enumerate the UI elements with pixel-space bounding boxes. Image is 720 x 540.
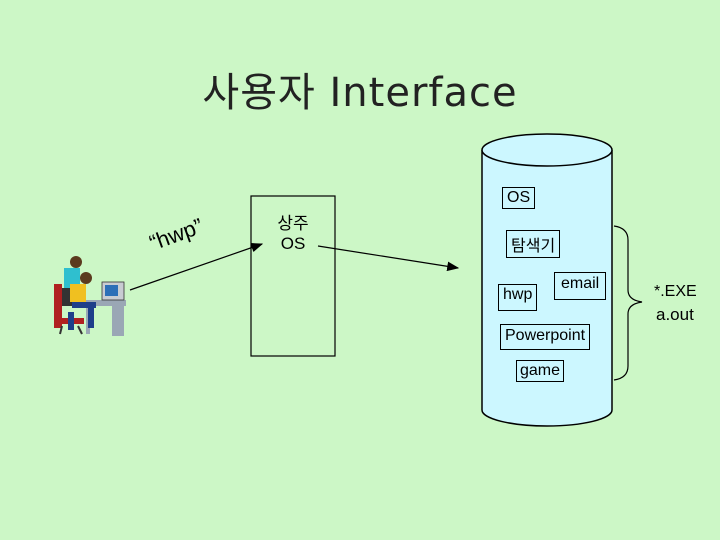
resident-os-label: 상주 OS <box>262 214 324 254</box>
explorer-box: 탐색기 <box>506 230 561 258</box>
resident-os-box <box>250 195 336 357</box>
hwp-box: hwp <box>498 284 538 311</box>
resident-os-line1: 상주 <box>277 214 309 233</box>
powerpoint-box: Powerpoint <box>500 324 591 350</box>
slide-title: 사용자 Interface <box>202 70 518 116</box>
right-brace <box>613 225 643 381</box>
storage-cylinder <box>481 133 613 427</box>
email-box: email <box>554 272 607 300</box>
exe-label: *.EXE <box>654 283 697 300</box>
arrow-os-to-programs <box>317 245 460 272</box>
user-at-computer-icon <box>54 256 126 336</box>
game-box: game <box>516 360 565 382</box>
resident-os-line2: OS <box>280 234 306 253</box>
aout-label: a.out <box>656 305 694 324</box>
arrow-user-to-os <box>129 243 264 291</box>
os-box: OS <box>502 187 536 209</box>
